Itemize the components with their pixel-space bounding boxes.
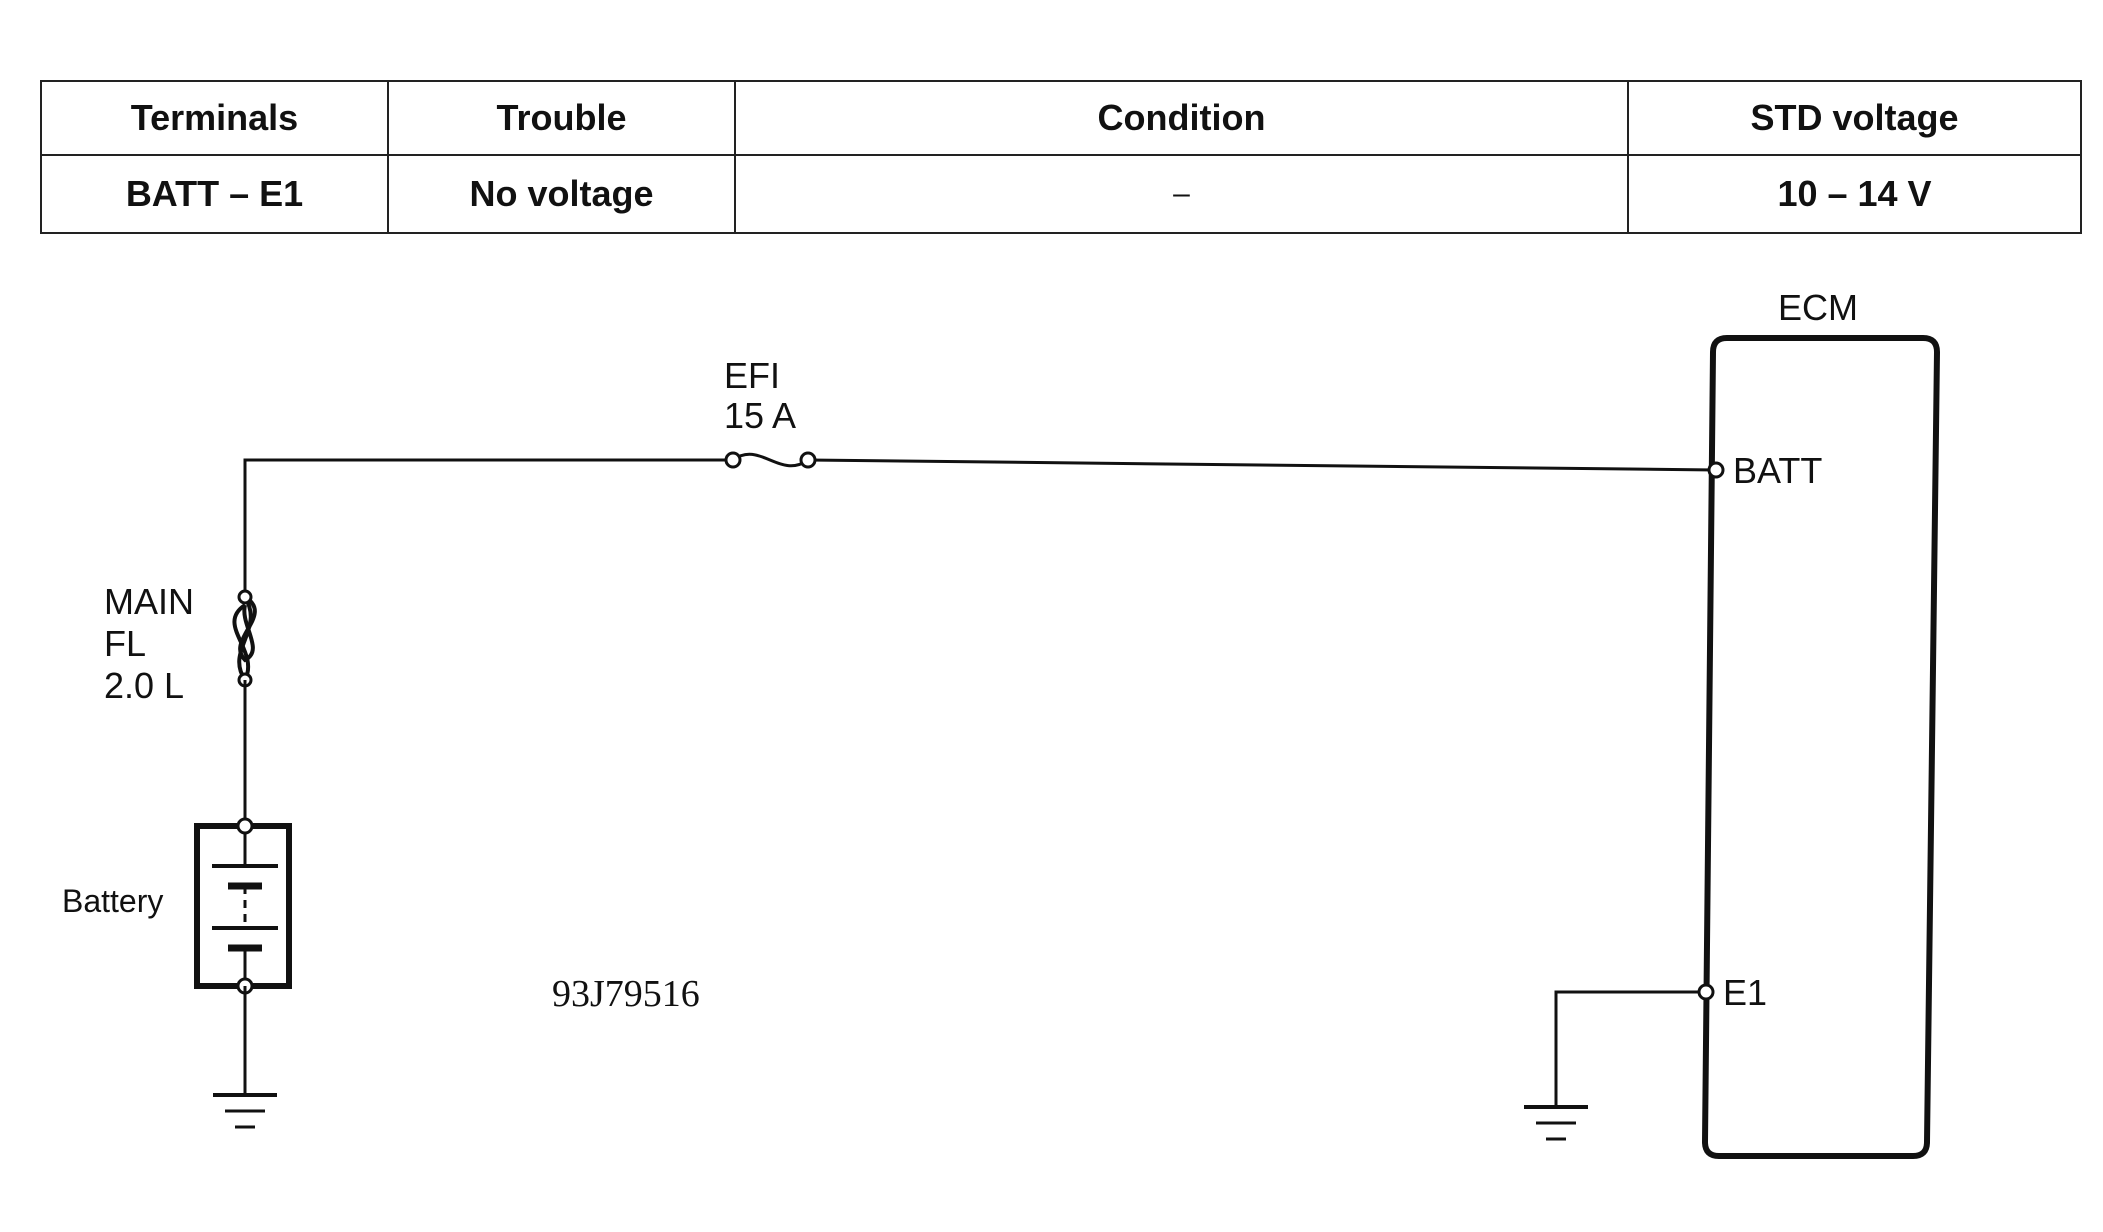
wire-efi-fuse-to-ecm-batt bbox=[807, 458, 1717, 472]
main-fusible-link bbox=[232, 589, 257, 688]
table-header-row: Terminals Trouble Condition STD voltage bbox=[40, 80, 2082, 156]
cell-condition: – bbox=[734, 154, 1629, 234]
efi-fuse-terminal-right bbox=[799, 451, 817, 469]
main-fl-label-line1: MAIN bbox=[104, 581, 194, 622]
efi-fuse-element bbox=[732, 452, 809, 468]
wire-e1-to-ground bbox=[1554, 990, 1699, 1107]
ecm-box bbox=[1701, 335, 1941, 1159]
header-terminals: Terminals bbox=[40, 80, 389, 156]
ground-symbol-ecm bbox=[1524, 1105, 1588, 1141]
standard-voltage-table: Terminals Trouble Condition STD voltage … bbox=[40, 80, 2082, 234]
efi-fuse-name: EFI bbox=[724, 355, 780, 396]
header-condition: Condition bbox=[734, 80, 1629, 156]
cell-trouble: No voltage bbox=[387, 154, 736, 234]
ecm-e1-terminal-label: E1 bbox=[1723, 972, 1767, 1013]
efi-fuse-terminal-left bbox=[724, 451, 742, 469]
ground-symbol-battery bbox=[213, 1093, 277, 1129]
figure-code: 93J79516 bbox=[552, 973, 700, 1015]
main-fl-label-line2: FL bbox=[104, 623, 146, 664]
efi-fuse-rating: 15 A bbox=[724, 395, 796, 436]
cell-terminals: BATT – E1 bbox=[40, 154, 389, 234]
table-row: BATT – E1 No voltage – 10 – 14 V bbox=[40, 154, 2082, 234]
battery-symbol bbox=[194, 817, 292, 995]
header-trouble: Trouble bbox=[387, 80, 736, 156]
main-fl-label-line3: 2.0 L bbox=[104, 665, 184, 706]
ecm-e1-terminal bbox=[1697, 983, 1715, 1001]
cell-std-voltage: 10 – 14 V bbox=[1627, 154, 2082, 234]
ecm-batt-terminal-label: BATT bbox=[1733, 450, 1822, 491]
ecm-batt-terminal bbox=[1707, 461, 1725, 479]
ecm-label: ECM bbox=[1778, 287, 1858, 328]
wire-main-fl-to-efi-fuse bbox=[243, 458, 733, 597]
battery-label: Battery bbox=[62, 883, 163, 919]
header-std-voltage: STD voltage bbox=[1627, 80, 2082, 156]
